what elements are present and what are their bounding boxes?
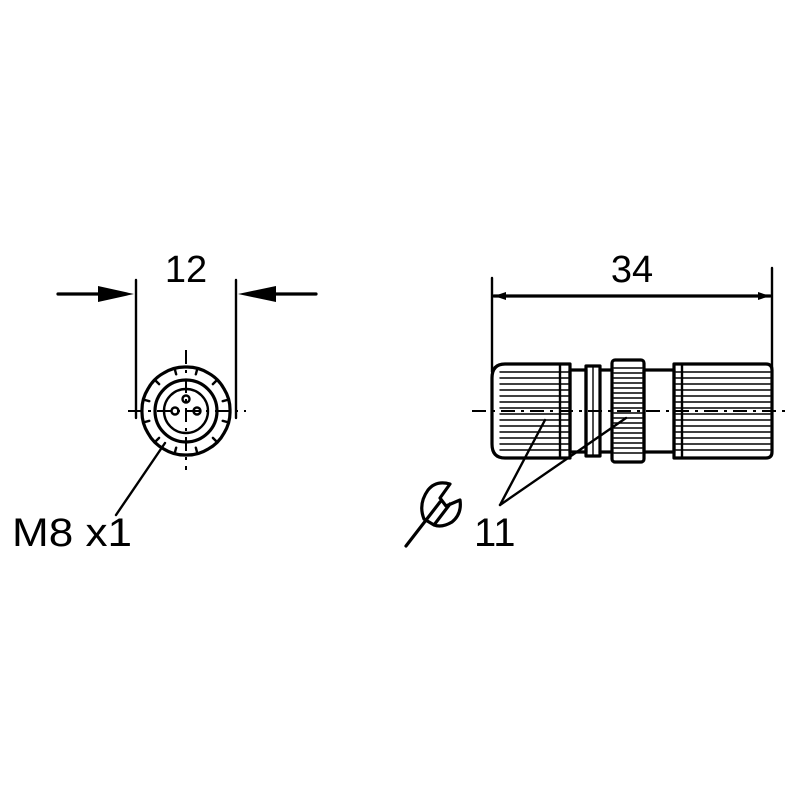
coupling-nut [490, 362, 572, 460]
front-pin-top [181, 394, 191, 404]
wrench-size-label: 11 [474, 511, 516, 555]
wrench-leader-1 [498, 418, 547, 507]
front-width-label: 12 [165, 249, 207, 291]
side-view: 34 11 [404, 249, 790, 555]
thread-label: M8 x1 [12, 511, 132, 555]
rear-grip [672, 362, 774, 460]
wrench-leader-2 [498, 416, 628, 507]
connector-body [490, 358, 774, 464]
wrench-icon [404, 481, 462, 548]
front-width-dimension [56, 286, 318, 302]
side-length-label: 34 [611, 249, 653, 291]
collar-knurl [613, 367, 643, 454]
thread-leader-line [114, 441, 167, 517]
front-view: 12 M8 x1 [12, 249, 318, 555]
